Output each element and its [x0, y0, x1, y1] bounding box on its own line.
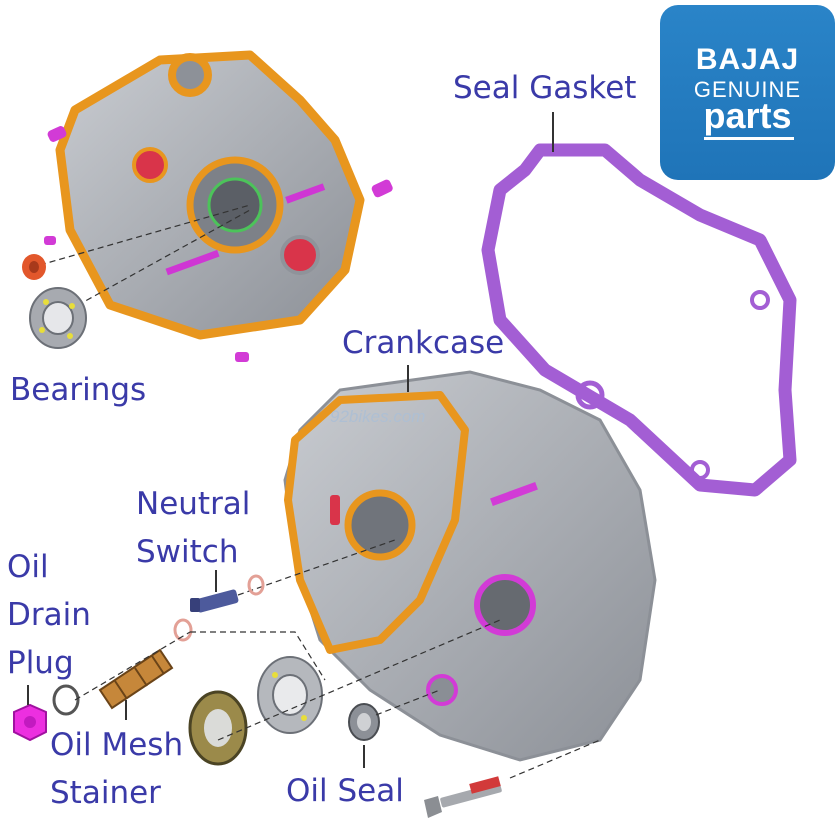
watermark: 92bikes.com — [330, 407, 425, 427]
label-crankcase: Crankcase — [342, 319, 504, 367]
oil-drain-plug — [14, 705, 46, 740]
label-oil-mesh-stainer: Oil Mesh Stainer — [50, 721, 183, 817]
oil-seal — [349, 704, 379, 740]
bearing-large — [258, 657, 322, 733]
label-seal-gasket: Seal Gasket — [453, 64, 636, 112]
bolt — [424, 776, 502, 818]
label-bearings: Bearings — [10, 366, 146, 414]
bearing — [30, 288, 86, 348]
bajaj-genuine-parts-logo: BAJAJ GENUINE parts — [660, 5, 835, 180]
bushing — [22, 254, 46, 280]
label-oil-drain-plug: Oil Drain Plug — [7, 543, 91, 687]
label-neutral-switch: Neutral Switch — [136, 480, 250, 576]
crankcase-left-half — [60, 55, 360, 335]
brand-line-1: BAJAJ — [660, 43, 835, 77]
crankcase-right-half — [285, 372, 655, 760]
brand-line-3: parts — [660, 95, 835, 137]
label-oil-seal: Oil Seal — [286, 767, 404, 815]
oil-seal-large — [190, 692, 246, 764]
neutral-switch — [190, 589, 239, 613]
brand-underline — [704, 137, 794, 140]
